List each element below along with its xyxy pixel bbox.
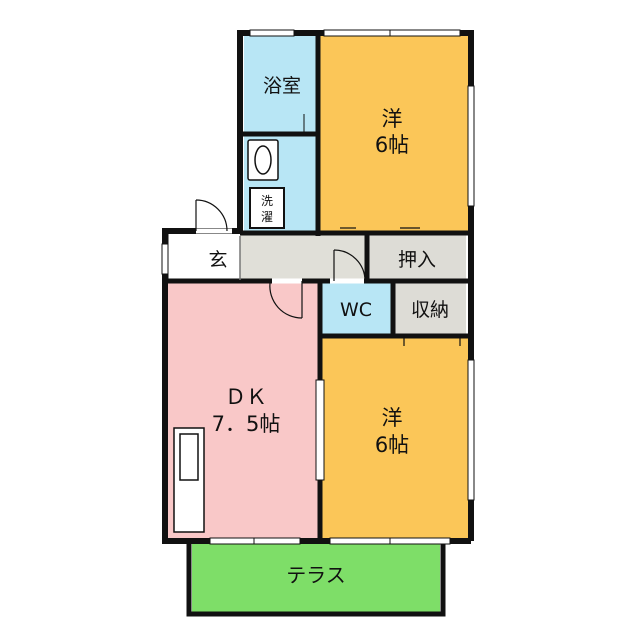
terrace-border — [186, 538, 446, 617]
washing-machine-box — [249, 187, 285, 229]
label-closet: 押入 — [398, 249, 436, 271]
interior-walls — [165, 33, 471, 541]
terrace-floor — [192, 540, 440, 612]
kitchen-counter-icon — [173, 427, 205, 533]
label-storage: 収納 — [411, 299, 449, 321]
dk-door — [269, 278, 303, 319]
label-western-bottom-line1: 洋 — [382, 406, 403, 430]
room-wc — [320, 282, 392, 334]
label-terrace: テラス — [286, 563, 346, 587]
room-western-top — [318, 36, 468, 234]
label-washer-line1: 洗 — [261, 194, 273, 208]
washbasin-icon — [247, 139, 279, 181]
entrance-floor — [168, 234, 240, 280]
label-washer-line2: 濯 — [261, 210, 273, 224]
hallway-floor — [240, 234, 366, 280]
label-bath: 浴室 — [263, 75, 301, 97]
label-entrance: 玄 — [208, 249, 227, 271]
closet-door-marks — [403, 336, 461, 346]
label-wc: WC — [340, 299, 372, 321]
room-western-bottom — [320, 336, 468, 538]
label-dk-line1: ＤＫ — [225, 385, 267, 409]
label-western-bottom-line2: 6帖 — [375, 433, 409, 457]
room-bath — [244, 36, 318, 134]
room-storage — [394, 282, 466, 334]
room-closet — [368, 234, 466, 280]
window-sash-marks — [253, 30, 391, 544]
label-western-top-line1: 洋 — [382, 107, 403, 131]
bath-door — [296, 114, 314, 134]
label-western-top-line2: 6帖 — [375, 133, 409, 157]
label-dk-line2: 7．5帖 — [212, 412, 281, 436]
entrance-door — [195, 199, 232, 234]
wc-door — [330, 249, 366, 284]
